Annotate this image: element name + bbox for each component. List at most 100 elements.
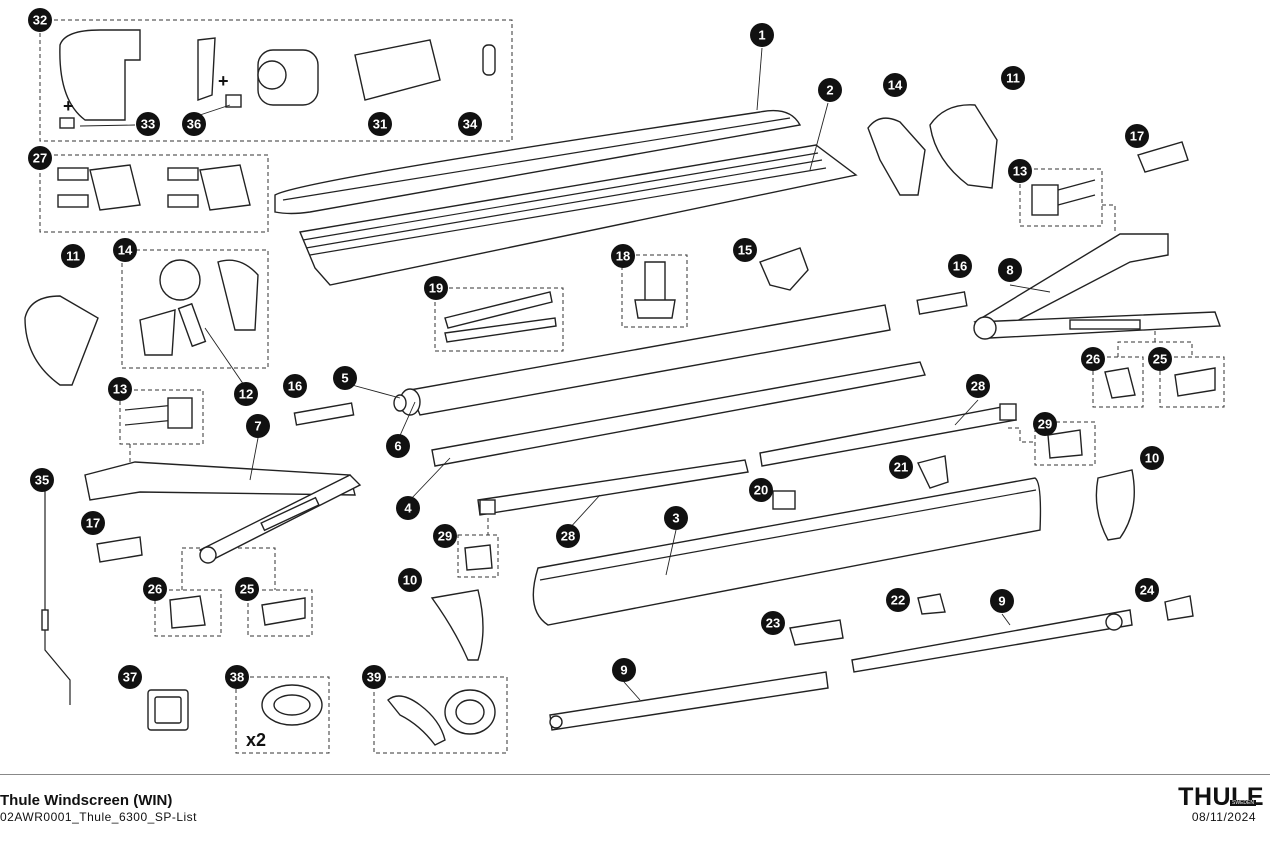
svg-text:7: 7 xyxy=(254,419,261,434)
callout-27: 27 xyxy=(28,146,52,170)
part-34-screw xyxy=(482,44,496,76)
part-16-end-plug-left xyxy=(293,402,355,426)
callout-24: 24 xyxy=(1135,578,1159,602)
svg-text:24: 24 xyxy=(1140,583,1155,598)
part-arm-left xyxy=(84,461,362,564)
part-fabric-strip xyxy=(431,361,926,467)
callout-10-right: 10 xyxy=(1140,446,1164,470)
leader-6 xyxy=(397,401,416,441)
part-13-bracket-left xyxy=(124,397,193,429)
callout-28-left: 28 xyxy=(556,524,580,548)
svg-text:28: 28 xyxy=(561,529,575,544)
leader-28-right xyxy=(954,399,979,426)
part-35-crank xyxy=(41,485,71,705)
callout-15: 15 xyxy=(733,238,757,262)
svg-text:27: 27 xyxy=(33,151,47,166)
part-14-set-left xyxy=(139,259,259,356)
svg-text:9: 9 xyxy=(620,663,627,678)
callout-4: 4 xyxy=(396,496,420,520)
part-27-set xyxy=(57,164,251,211)
svg-text:22: 22 xyxy=(891,593,905,608)
dashed-connector-29-right xyxy=(1008,427,1035,443)
callout-31: 31 xyxy=(368,112,392,136)
group-box-25-left xyxy=(247,589,313,637)
leader-4 xyxy=(409,457,451,501)
part-roller-tube xyxy=(393,304,891,416)
svg-text:35: 35 xyxy=(35,473,49,488)
callout-33: 33 xyxy=(136,112,160,136)
svg-text:16: 16 xyxy=(288,379,302,394)
group-box-19 xyxy=(434,287,564,352)
callout-38: 38 xyxy=(225,665,249,689)
callout-25-right: 25 xyxy=(1148,347,1172,371)
leader-9-right xyxy=(1001,613,1011,626)
callout-14-left: 14 xyxy=(113,238,137,262)
svg-text:29: 29 xyxy=(438,529,452,544)
part-lower-rail-right xyxy=(759,403,1017,467)
leader-36 xyxy=(199,104,231,116)
group-box-13-left xyxy=(119,389,204,445)
part-31-control-box xyxy=(354,39,441,101)
svg-text:26: 26 xyxy=(148,582,162,597)
group-box-39 xyxy=(373,676,508,754)
part-38-coil xyxy=(261,684,323,726)
group-box-18 xyxy=(621,254,688,328)
svg-text:28: 28 xyxy=(971,379,985,394)
svg-text:36: 36 xyxy=(187,117,201,132)
callout-29-left: 29 xyxy=(433,524,457,548)
callout-36: 36 xyxy=(182,112,206,136)
part-29-clip-left xyxy=(464,544,493,571)
callout-3: 3 xyxy=(664,506,688,530)
part-37-switch xyxy=(147,689,189,731)
svg-text:2: 2 xyxy=(826,83,833,98)
callout-17-right: 17 xyxy=(1125,124,1149,148)
part-end-bracket-right xyxy=(867,117,926,196)
part-23-clamp xyxy=(789,619,844,646)
leader-28-left xyxy=(567,494,601,531)
callout-8: 8 xyxy=(998,258,1022,282)
svg-text:37: 37 xyxy=(123,670,137,685)
group-box-32 xyxy=(39,19,513,142)
callout-12: 12 xyxy=(234,382,258,406)
callout-21: 21 xyxy=(889,455,913,479)
callout-2: 2 xyxy=(818,78,842,102)
dashed-connector-25-26-right xyxy=(1117,330,1193,357)
callout-14-right: 14 xyxy=(883,73,907,97)
part-29-clip-right xyxy=(1047,429,1083,459)
part-22-clip xyxy=(917,593,946,615)
quantity-x2-mark: x2 xyxy=(246,730,266,750)
callout-11-right: 11 xyxy=(1001,66,1025,90)
group-box-29-right xyxy=(1034,421,1096,466)
callout-16-left: 16 xyxy=(283,374,307,398)
svg-text:25: 25 xyxy=(1153,352,1167,367)
svg-text:15: 15 xyxy=(738,243,752,258)
plus-mark-36: + xyxy=(218,71,229,91)
callout-13-right: 13 xyxy=(1008,159,1032,183)
leader-8 xyxy=(1009,284,1051,293)
svg-text:21: 21 xyxy=(894,460,908,475)
callout-39: 39 xyxy=(362,665,386,689)
svg-text:10: 10 xyxy=(403,573,417,588)
svg-text:13: 13 xyxy=(1013,164,1027,179)
part-17-clip-right xyxy=(1137,141,1189,173)
callout-19: 19 xyxy=(424,276,448,300)
plus-mark-32: + xyxy=(63,96,74,116)
document-date: 08/11/2024 xyxy=(1191,810,1256,824)
svg-text:25: 25 xyxy=(240,582,254,597)
svg-text:33: 33 xyxy=(141,117,155,132)
callout-18: 18 xyxy=(611,244,635,268)
part-extension-bar-right xyxy=(851,609,1133,673)
part-13-bracket-right xyxy=(1031,179,1096,216)
part-26-foot-right xyxy=(1104,367,1136,399)
svg-text:39: 39 xyxy=(367,670,381,685)
svg-text:9: 9 xyxy=(998,594,1005,609)
part-16-end-plug-right xyxy=(916,291,968,315)
document-code: 02AWR0001_Thule_6300_SP-List xyxy=(0,810,198,824)
svg-text:13: 13 xyxy=(113,382,127,397)
brand-logo-sub: SWEDEN xyxy=(1230,800,1256,806)
part-26-foot-left xyxy=(169,595,206,629)
leader-9-left xyxy=(623,681,641,701)
part-32-cover xyxy=(59,29,141,121)
dashed-connector-25-26-left xyxy=(181,547,276,590)
part-18-clip xyxy=(634,261,676,319)
